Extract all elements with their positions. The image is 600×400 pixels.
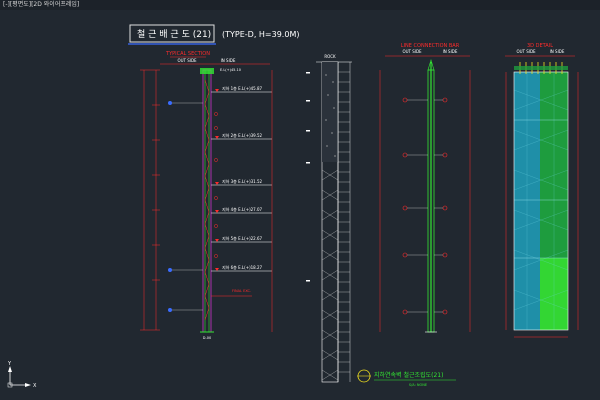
out-side-label: OUT SIDE: [177, 58, 197, 63]
connection-callouts: [402, 97, 448, 315]
detail-bands: [514, 119, 568, 259]
callout-leaders-left: [172, 102, 203, 311]
rock-title: ROCK: [324, 54, 336, 59]
type-spec: (TYPE-D, H=39.0M): [222, 30, 299, 39]
viewport-tab[interactable]: [-][평면도][2D 와이어프레임]: [0, 0, 600, 10]
ucs-icon: Y X: [7, 361, 37, 389]
footer-title: 지하연속벽 철근조립도(21): [374, 371, 443, 379]
top-elevation: E.L(+)45.10: [220, 68, 241, 72]
detail-out-side: OUT SIDE: [516, 49, 536, 54]
level-label-2: 지하 2층 E.L(+)39.52: [222, 132, 263, 138]
ucs-x-label: X: [33, 383, 37, 389]
footer-scale: S/A: NONE: [409, 383, 427, 387]
section-connection: LINE CONNECTION BAR OUT SIDE IN SIDE: [379, 43, 471, 333]
in-side-label: IN SIDE: [221, 58, 236, 63]
rebar-callouts-left: [168, 101, 172, 312]
detail-panel-outline: [513, 71, 569, 331]
rock-hatch: [321, 169, 339, 381]
dim-ticks: [140, 69, 160, 331]
title-box: [129, 24, 215, 43]
level-label-6: 지하 6층 E.L(+)18.27: [222, 264, 263, 270]
top-cap: [200, 68, 214, 74]
connection-in-side: IN SIDE: [443, 49, 458, 54]
detail-mesh: [513, 72, 569, 330]
level-label-4: 지하 4층 E.L(+)27.07: [222, 206, 263, 212]
drawing-canvas[interactable]: 철 근 배 근 도 (21) (TYPE-D, H=39.0M) TYPICAL…: [0, 10, 600, 400]
truss-zigzag: [204, 79, 210, 321]
floor-levels: [211, 91, 272, 272]
footer-title-block: 지하연속벽 철근조립도(21) S/A: NONE: [357, 369, 456, 387]
rebar-callouts-right: [214, 112, 218, 258]
section-rock-log: ROCK: [306, 54, 352, 383]
rock-column-shade-top: [322, 62, 338, 162]
final-exc-label: FINAL EXC.: [232, 289, 251, 293]
level-label-3: 지하 3층 E.L(+)31.52: [222, 178, 263, 184]
soil-markers: [306, 72, 310, 282]
bottom-tag: D-00: [203, 336, 211, 340]
section-typical: TYPICAL SECTION OUT SIDE IN SIDE E.L(+)4…: [140, 51, 273, 340]
level-markers: [215, 89, 219, 271]
section-3d-detail: 3D DETAIL OUT SIDE IN SIDE: [505, 43, 579, 338]
connection-title: LINE CONNECTION BAR: [401, 43, 460, 49]
level-label-1: 지하 1층 E.L(+)45.87: [222, 85, 263, 91]
detail-title: 3D DETAIL: [527, 43, 553, 49]
connection-leaders: [407, 99, 443, 313]
rock-scale-ticks: [338, 71, 350, 373]
viewport-label[interactable]: [-][평면도][2D 와이어프레임]: [3, 1, 80, 8]
title-block: 철 근 배 근 도 (21) (TYPE-D, H=39.0M): [128, 24, 299, 45]
connection-out-side: OUT SIDE: [402, 49, 422, 54]
detail-in-side: IN SIDE: [550, 49, 565, 54]
connection-tip: [427, 58, 435, 71]
typical-section-title: TYPICAL SECTION: [165, 51, 210, 57]
detail-cap: [514, 66, 568, 70]
level-label-5: 지하 5층 E.L(+)22.67: [222, 235, 263, 241]
ucs-y-label: Y: [7, 361, 12, 367]
rock-dots: [325, 74, 336, 157]
main-title: 철 근 배 근 도 (21): [137, 29, 211, 40]
